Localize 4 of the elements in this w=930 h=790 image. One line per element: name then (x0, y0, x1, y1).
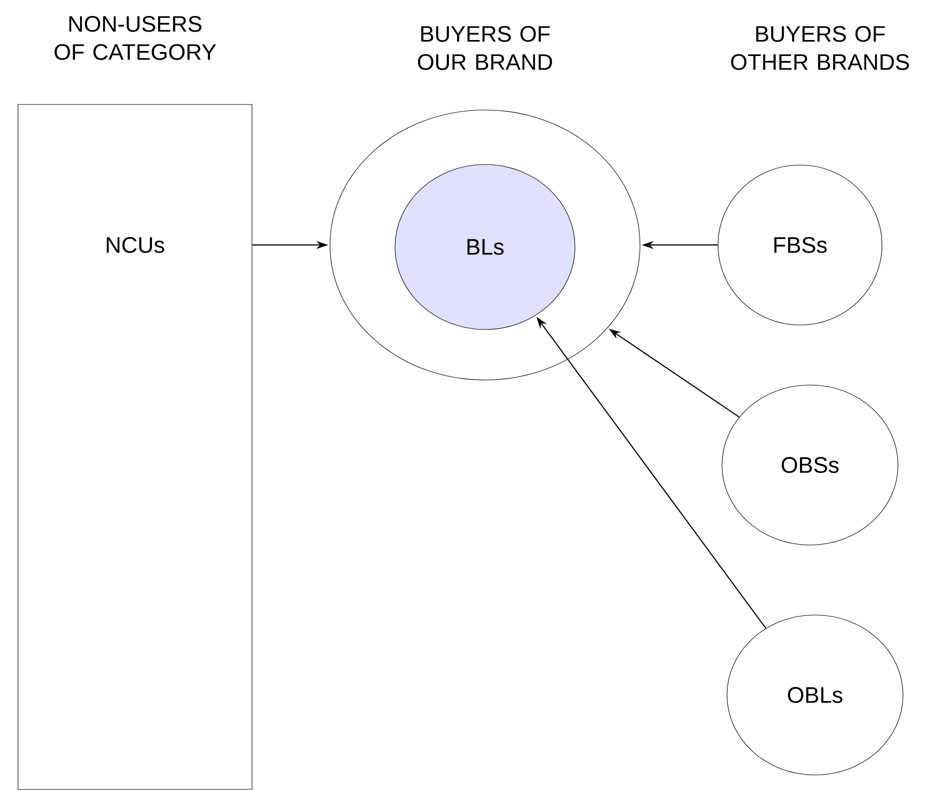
group-heading: BUYERS OF OUR BRAND (418, 26, 552, 70)
group-heading: NON-USERS OF CATEGORY (54, 16, 216, 60)
segment-box: NCUs (18, 104, 252, 790)
group-heading: BUYERS OF OTHER BRANDS (731, 26, 909, 70)
